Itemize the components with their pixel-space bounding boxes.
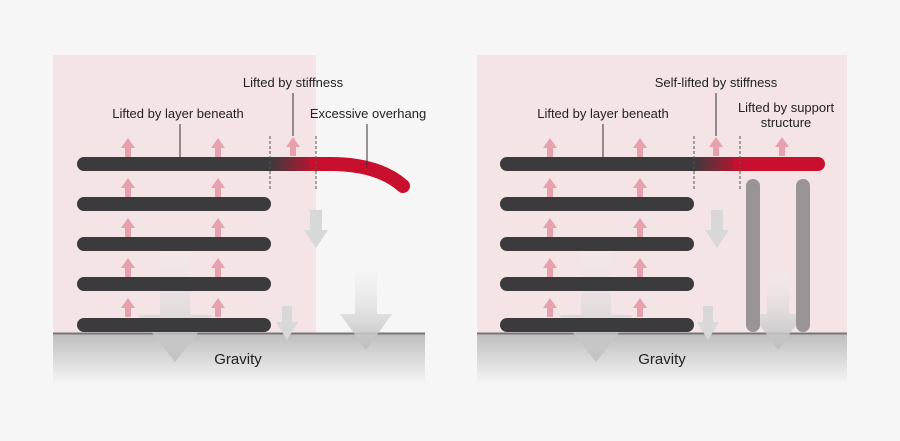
up-arrow-icon <box>211 218 225 237</box>
label-lifted-by-support: Lifted by support <box>738 100 835 115</box>
ground-label-gravity: Gravity <box>214 351 262 368</box>
up-arrow-icon <box>286 137 300 156</box>
right-ground <box>477 333 847 385</box>
down-arrow-icon <box>752 272 804 350</box>
down-arrow-icon <box>705 210 729 248</box>
up-arrow-icon <box>633 218 647 237</box>
up-arrow-icon <box>633 138 647 157</box>
down-arrow-icon <box>697 306 719 340</box>
top-layer-transition <box>694 157 742 171</box>
up-arrow-icon <box>121 178 135 197</box>
lift-arrows <box>121 137 300 317</box>
excessive-overhang-layer <box>309 157 410 193</box>
down-arrow-icon <box>138 252 212 362</box>
label-lifted-by-layer-beneath: Lifted by layer beneath <box>537 106 669 121</box>
up-arrow-icon <box>633 258 647 277</box>
up-arrow-icon <box>211 258 225 277</box>
up-arrow-icon <box>543 258 557 277</box>
right-panel: Self-lifted by stiffness Lifted by layer… <box>477 55 847 385</box>
up-arrow-icon <box>211 138 225 157</box>
ground-label-gravity: Gravity <box>638 351 686 368</box>
up-arrow-icon <box>543 178 557 197</box>
up-arrow-icon <box>121 218 135 237</box>
down-arrow-icon <box>304 210 328 248</box>
up-arrow-icon <box>121 298 135 317</box>
up-arrow-icon <box>543 298 557 317</box>
up-arrow-icon <box>633 298 647 317</box>
down-arrow-icon <box>340 272 392 350</box>
right-supported-zone <box>477 55 847 333</box>
left-panel: Lifted by stiffness Lifted by layer bene… <box>53 55 426 385</box>
lift-arrows <box>543 137 789 317</box>
up-arrow-icon <box>543 218 557 237</box>
up-arrow-icon <box>211 178 225 197</box>
up-arrow-icon <box>121 138 135 157</box>
down-arrow-icon <box>559 252 633 362</box>
down-arrow-icon <box>276 306 298 340</box>
up-arrow-icon <box>709 137 723 156</box>
label-excessive-overhang: Excessive overhang <box>310 106 426 121</box>
top-layer-transition <box>270 157 318 171</box>
label-lifted-by-stiffness: Lifted by stiffness <box>243 75 344 90</box>
label-self-lifted-by-stiffness: Self-lifted by stiffness <box>655 75 778 90</box>
label-support-structure: structure <box>761 115 812 130</box>
up-arrow-icon <box>211 298 225 317</box>
up-arrow-icon <box>543 138 557 157</box>
up-arrow-icon <box>633 178 647 197</box>
label-lifted-by-layer-beneath: Lifted by layer beneath <box>112 106 244 121</box>
up-arrow-icon <box>775 137 789 156</box>
up-arrow-icon <box>121 258 135 277</box>
